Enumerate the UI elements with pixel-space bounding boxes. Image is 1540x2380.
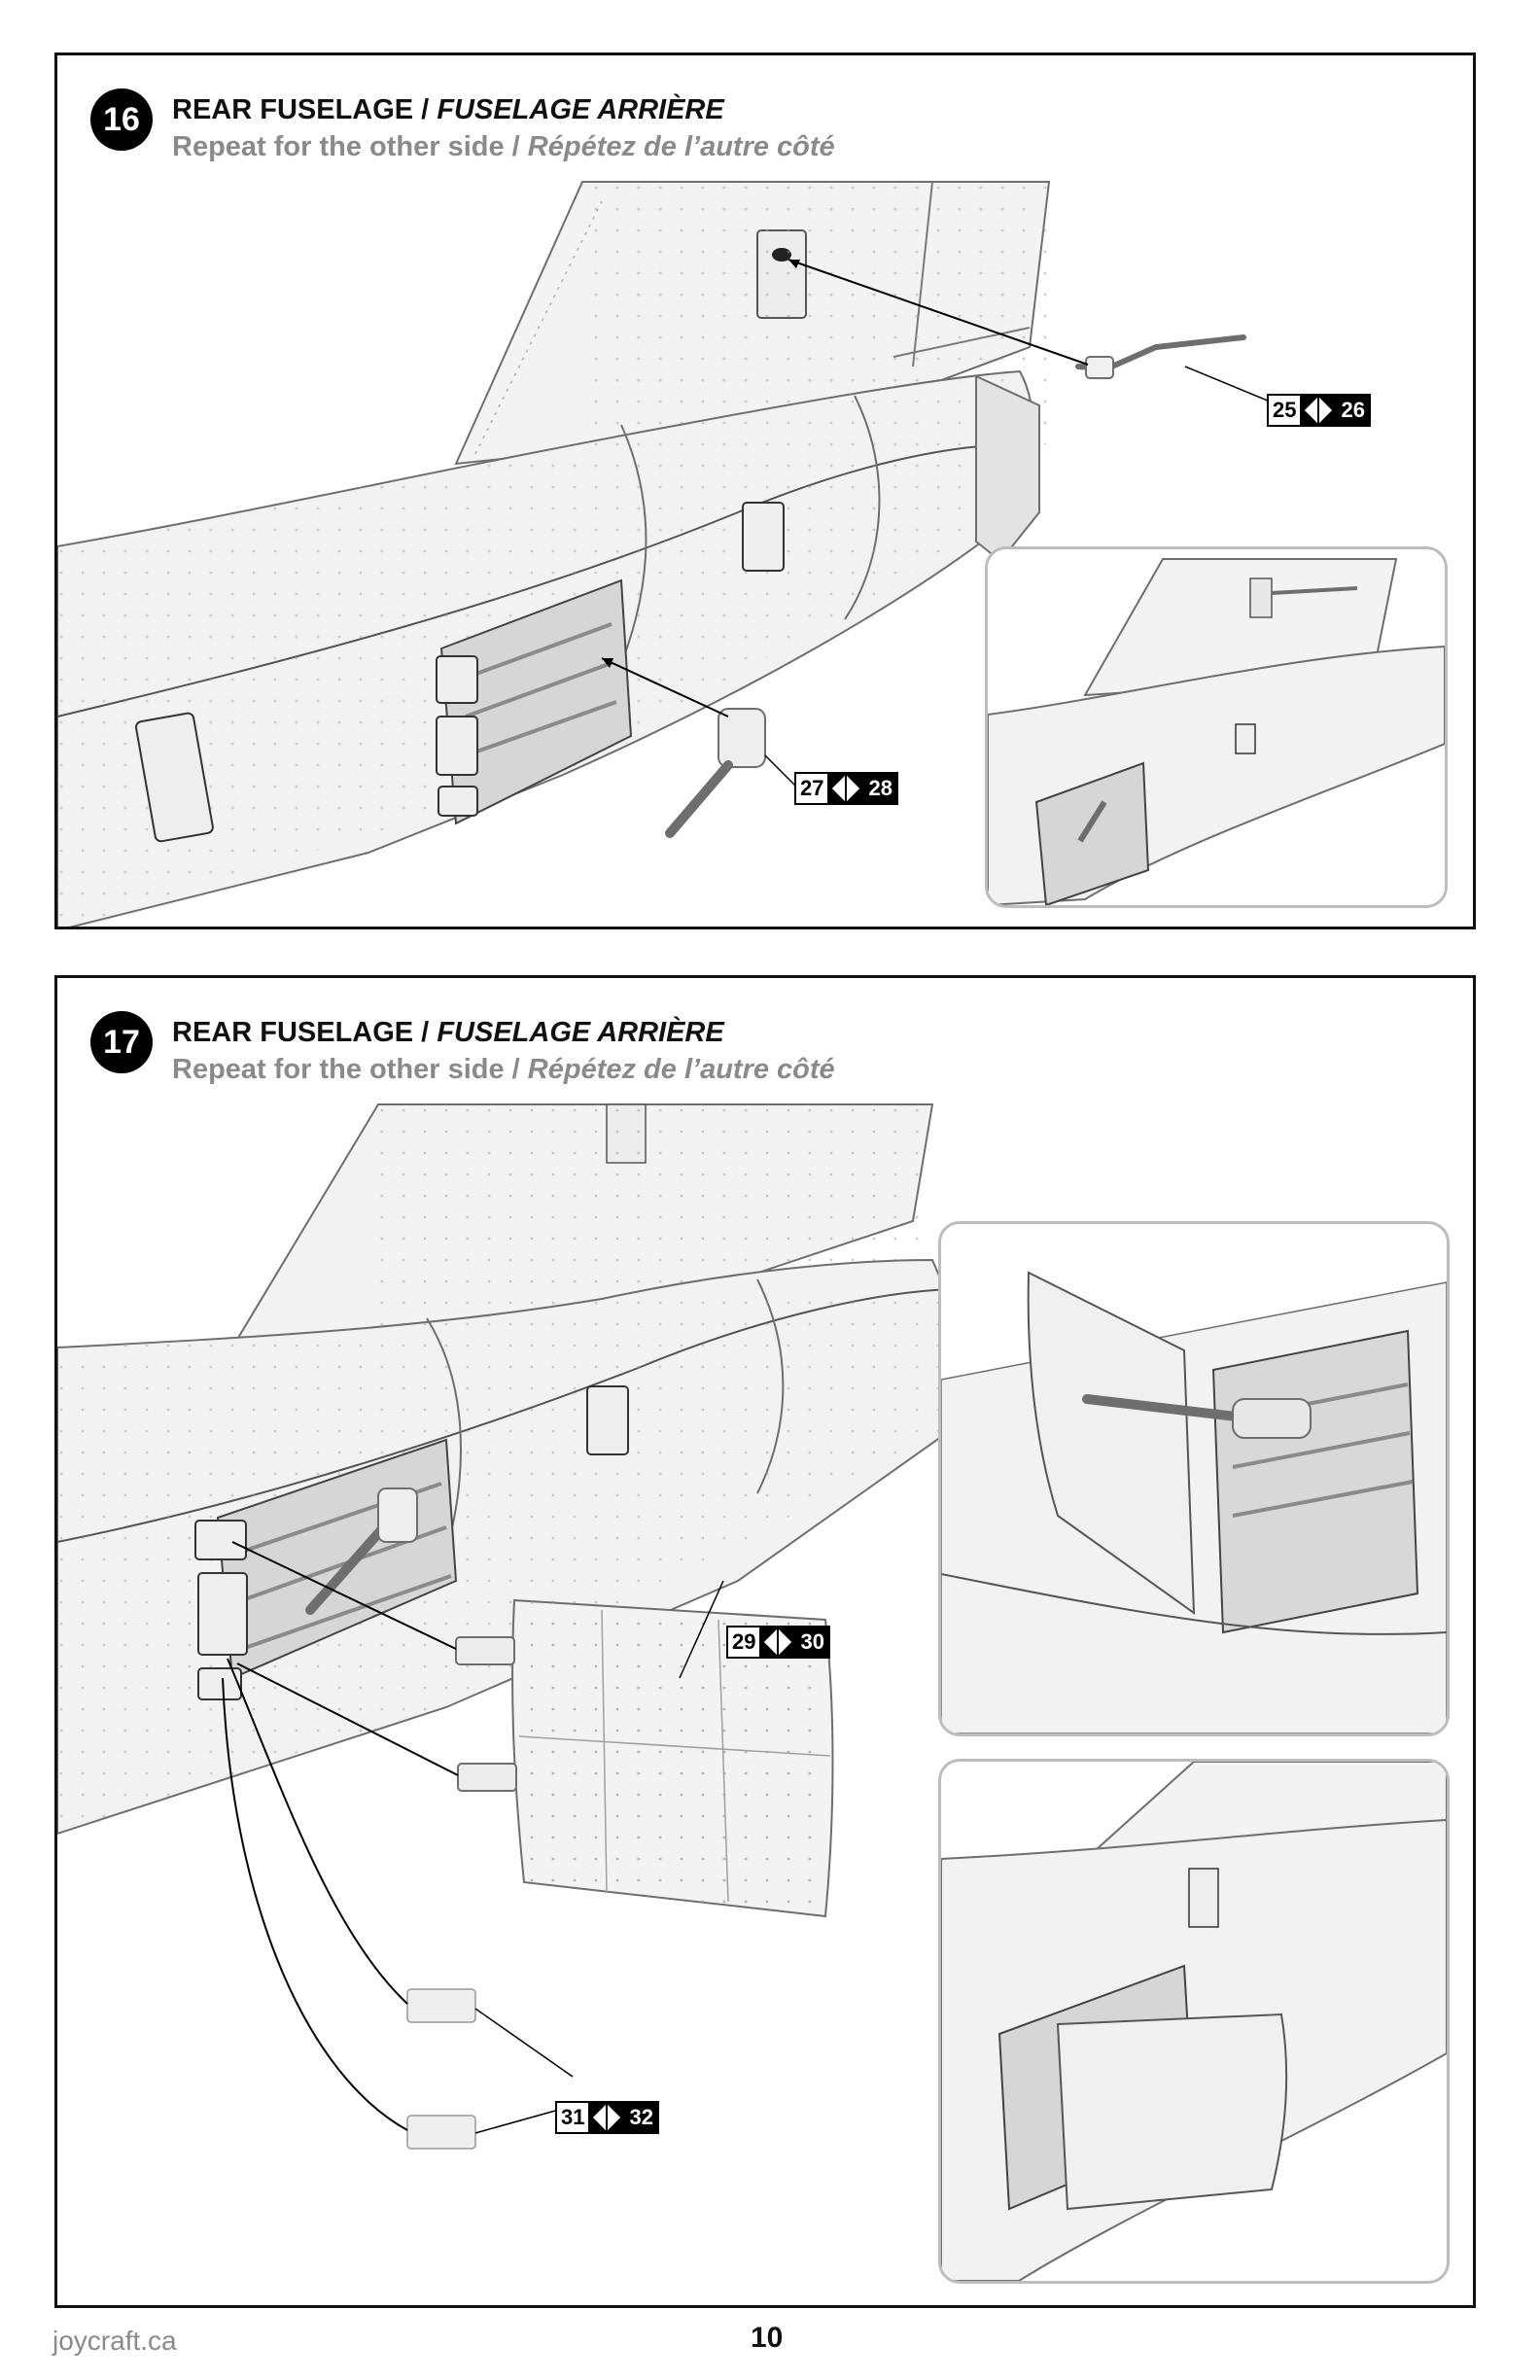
part-31-32-plates xyxy=(222,1658,574,2150)
step-17-open-door-inset xyxy=(938,1221,1450,1736)
title-french: FUSELAGE ARRIÈRE xyxy=(437,94,724,125)
part-25-26-pitot xyxy=(788,259,1276,404)
inset-open-door-illustration xyxy=(941,1271,1447,1733)
part-number-left: 25 xyxy=(1267,394,1303,427)
step-subtitle: Repeat for the other side / Répétez de l… xyxy=(172,131,835,163)
symmetry-icon xyxy=(829,772,863,805)
part-label-29-30: 29 30 xyxy=(726,1626,830,1659)
part-label-27-28: 27 28 xyxy=(794,772,898,805)
title-english: REAR FUSELAGE / xyxy=(172,1017,438,1048)
title-french: FUSELAGE ARRIÈRE xyxy=(437,1017,724,1048)
part-label-25-26: 25 26 xyxy=(1267,394,1371,427)
page-number: 10 xyxy=(751,2322,784,2354)
inset-closed-door-illustration xyxy=(941,1762,1447,2281)
symmetry-icon xyxy=(1302,394,1336,427)
step-16-panel: 16 REAR FUSELAGE / FUSELAGE ARRIÈRE Repe… xyxy=(54,52,1476,929)
subtitle-french: Répétez de l’autre côté xyxy=(527,1054,835,1085)
part-number-left: 31 xyxy=(555,2101,591,2134)
symmetry-icon xyxy=(590,2101,624,2134)
subtitle-french: Répétez de l’autre côté xyxy=(527,131,835,162)
part-number-left: 29 xyxy=(726,1626,762,1659)
step-title: REAR FUSELAGE / FUSELAGE ARRIÈRE xyxy=(172,1017,724,1049)
inset-result-illustration xyxy=(988,558,1445,905)
part-number-right: 32 xyxy=(623,2101,659,2134)
part-number-right: 26 xyxy=(1335,394,1371,427)
step-title: REAR FUSELAGE / FUSELAGE ARRIÈRE xyxy=(172,94,724,126)
step-17-illustration xyxy=(57,1103,973,2150)
rear-fuselage xyxy=(57,1258,973,1836)
part-27-28-actuator xyxy=(601,657,797,838)
step-number-badge: 17 xyxy=(90,1011,153,1073)
part-number-left: 27 xyxy=(794,772,830,805)
step-17-panel: 17 REAR FUSELAGE / FUSELAGE ARRIÈRE Repe… xyxy=(54,975,1476,2308)
subtitle-english: Repeat for the other side / xyxy=(172,131,528,162)
footer-website[interactable]: joycraft.ca xyxy=(52,2326,177,2356)
title-english: REAR FUSELAGE / xyxy=(172,94,438,125)
step-16-result-inset xyxy=(985,546,1448,908)
step-subtitle: Repeat for the other side / Répétez de l… xyxy=(172,1054,835,1086)
rear-fuselage xyxy=(57,369,1040,927)
symmetry-icon xyxy=(761,1626,795,1659)
part-number-right: 28 xyxy=(862,772,898,805)
step-16-illustration xyxy=(57,181,1276,927)
part-label-31-32: 31 32 xyxy=(555,2101,659,2134)
step-number-badge: 16 xyxy=(90,88,153,151)
step-17-closed-door-inset xyxy=(938,1759,1450,2284)
part-29-30-door xyxy=(231,1541,834,1918)
subtitle-english: Repeat for the other side / xyxy=(172,1054,528,1085)
part-number-right: 30 xyxy=(794,1626,830,1659)
